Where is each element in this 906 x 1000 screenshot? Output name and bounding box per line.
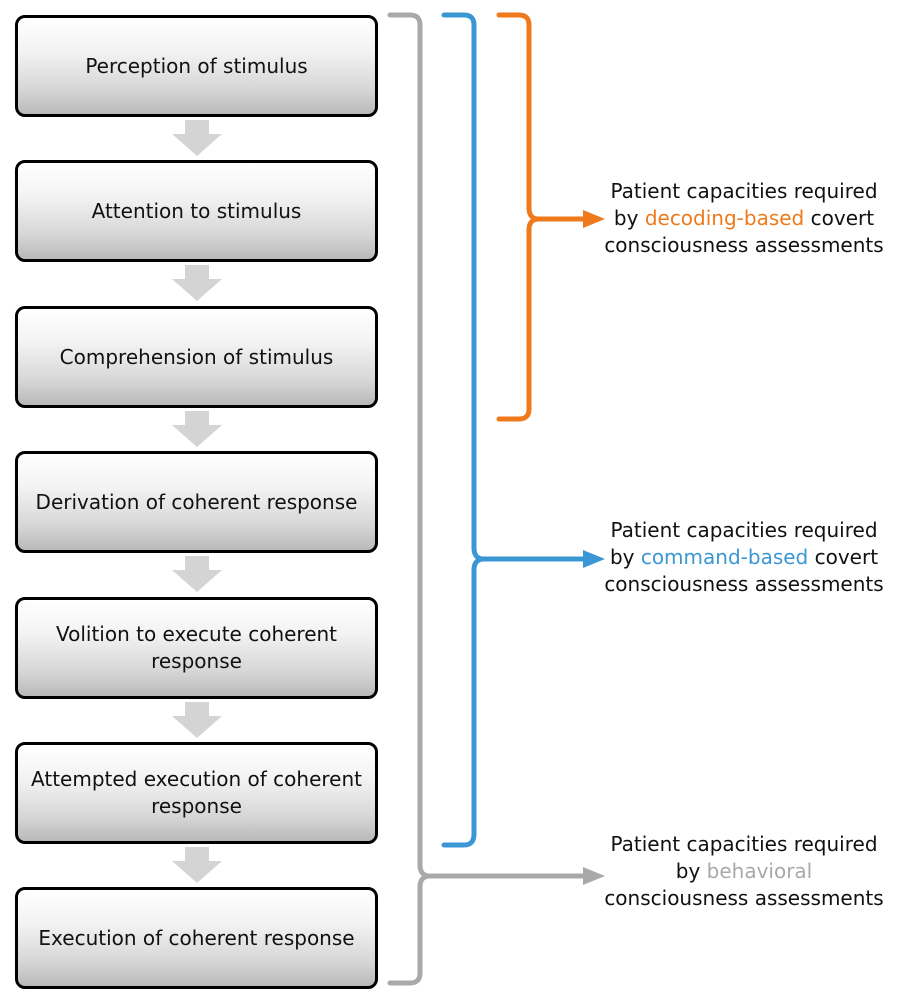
behavioral-keyword: behavioral bbox=[706, 859, 813, 883]
step-attention: Attention to stimulus bbox=[15, 160, 378, 262]
command-keyword: command-based bbox=[640, 545, 809, 569]
command-caption-line1: Patient capacities required bbox=[610, 518, 878, 542]
step-execution: Execution of coherent response bbox=[15, 887, 378, 989]
decoding-caption-by: by bbox=[613, 206, 645, 230]
down-arrow-icon bbox=[172, 556, 222, 592]
step-volition: Volition to execute coherent response bbox=[15, 597, 378, 699]
decoding-caption-line2: by decoding-based covert bbox=[596, 205, 892, 232]
decoding-caption: Patient capacities required by decoding-… bbox=[596, 178, 892, 259]
behavioral-caption-line2: by behavioral bbox=[596, 858, 892, 885]
down-arrow-icon bbox=[172, 702, 222, 738]
step-perception: Perception of stimulus bbox=[15, 15, 378, 117]
command-arrowhead-icon bbox=[583, 550, 605, 568]
decoding-caption-line1: Patient capacities required bbox=[610, 179, 878, 203]
decoding-keyword: decoding-based bbox=[644, 206, 805, 230]
behavioral-arrowhead-icon bbox=[583, 867, 605, 885]
step-derivation: Derivation of coherent response bbox=[15, 451, 378, 553]
decoding-arrowhead-icon bbox=[583, 210, 605, 228]
command-caption-by: by bbox=[609, 545, 641, 569]
behavioral-bracket bbox=[387, 12, 588, 986]
behavioral-caption-line1: Patient capacities required bbox=[610, 832, 878, 856]
decoding-caption-line3: consciousness assessments bbox=[604, 233, 884, 257]
command-bracket bbox=[441, 12, 588, 848]
down-arrow-icon bbox=[172, 265, 222, 301]
decoding-caption-after: covert bbox=[804, 206, 875, 230]
decoding-bracket bbox=[496, 12, 588, 422]
down-arrow-icon bbox=[172, 411, 222, 447]
step-comprehension: Comprehension of stimulus bbox=[15, 306, 378, 408]
command-caption: Patient capacities required by command-b… bbox=[596, 517, 892, 598]
command-caption-line2: by command-based covert bbox=[596, 544, 892, 571]
step-attempted-execution: Attempted execution of coherent response bbox=[15, 742, 378, 844]
down-arrow-icon bbox=[172, 847, 222, 883]
behavioral-caption-line3: consciousness assessments bbox=[604, 886, 884, 910]
down-arrow-icon bbox=[172, 120, 222, 156]
behavioral-caption-by: by bbox=[675, 859, 707, 883]
behavioral-caption: Patient capacities required by behaviora… bbox=[596, 831, 892, 912]
command-caption-after: covert bbox=[808, 545, 879, 569]
command-caption-line3: consciousness assessments bbox=[604, 572, 884, 596]
